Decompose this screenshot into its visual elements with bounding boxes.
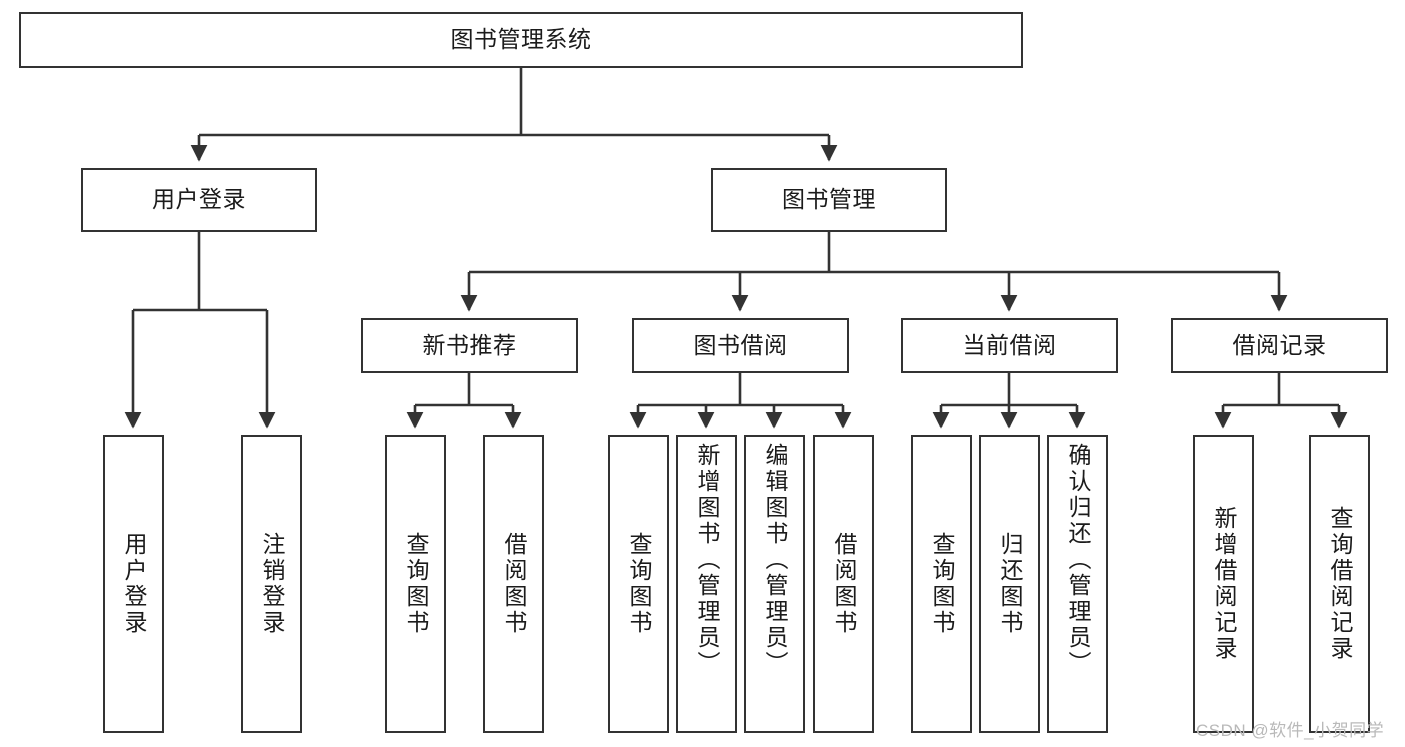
leaf-borrow-book-1[interactable]: 借阅图书 [483, 435, 544, 733]
node-current-borrow[interactable]: 当前借阅 [901, 318, 1118, 373]
leaf-borrow-book-2[interactable]: 借阅图书 [813, 435, 874, 733]
leaf-query-book-3[interactable]: 查询图书 [911, 435, 972, 733]
leaf-confirm-return-label: 确认归还（管理员） [1065, 443, 1091, 677]
leaf-user-login[interactable]: 用户登录 [103, 435, 164, 733]
node-new-book-rec[interactable]: 新书推荐 [361, 318, 578, 373]
leaf-add-book[interactable]: 新增图书（管理员） [676, 435, 737, 733]
leaf-edit-book-label: 编辑图书（管理员） [762, 443, 788, 677]
node-book-borrow[interactable]: 图书借阅 [632, 318, 849, 373]
node-borrow-record-label: 借阅记录 [1232, 331, 1327, 358]
leaf-user-login-label: 用户登录 [121, 532, 147, 636]
node-book-manage[interactable]: 图书管理 [711, 168, 947, 232]
node-current-borrow-label: 当前借阅 [962, 331, 1057, 358]
leaf-add-record-label: 新增借阅记录 [1211, 506, 1237, 662]
leaf-add-record[interactable]: 新增借阅记录 [1193, 435, 1254, 733]
csdn-watermark: CSDN @软件_小贺同学 [1196, 721, 1385, 740]
leaf-confirm-return[interactable]: 确认归还（管理员） [1047, 435, 1108, 733]
leaf-query-book-2[interactable]: 查询图书 [608, 435, 669, 733]
leaf-query-book-1[interactable]: 查询图书 [385, 435, 446, 733]
leaf-edit-book[interactable]: 编辑图书（管理员） [744, 435, 805, 733]
leaf-add-book-label: 新增图书（管理员） [694, 443, 720, 677]
leaf-query-record[interactable]: 查询借阅记录 [1309, 435, 1370, 733]
node-root[interactable]: 图书管理系统 [19, 12, 1023, 68]
node-book-manage-label: 图书管理 [782, 186, 876, 213]
node-borrow-record[interactable]: 借阅记录 [1171, 318, 1388, 373]
node-root-label: 图书管理系统 [450, 26, 592, 53]
leaf-query-book-3-label: 查询图书 [929, 532, 955, 636]
node-user-login[interactable]: 用户登录 [81, 168, 317, 232]
leaf-return-book-label: 归还图书 [997, 532, 1023, 636]
leaf-borrow-book-2-label: 借阅图书 [831, 532, 857, 636]
leaf-logout-label: 注销登录 [259, 532, 285, 636]
node-new-book-rec-label: 新书推荐 [422, 331, 517, 358]
leaf-query-record-label: 查询借阅记录 [1327, 506, 1353, 662]
leaf-logout[interactable]: 注销登录 [241, 435, 302, 733]
leaf-query-book-1-label: 查询图书 [403, 532, 429, 636]
leaf-return-book[interactable]: 归还图书 [979, 435, 1040, 733]
leaf-query-book-2-label: 查询图书 [626, 532, 652, 636]
node-book-borrow-label: 图书借阅 [693, 331, 788, 358]
leaf-borrow-book-1-label: 借阅图书 [501, 532, 527, 636]
node-user-login-label: 用户登录 [152, 186, 246, 213]
